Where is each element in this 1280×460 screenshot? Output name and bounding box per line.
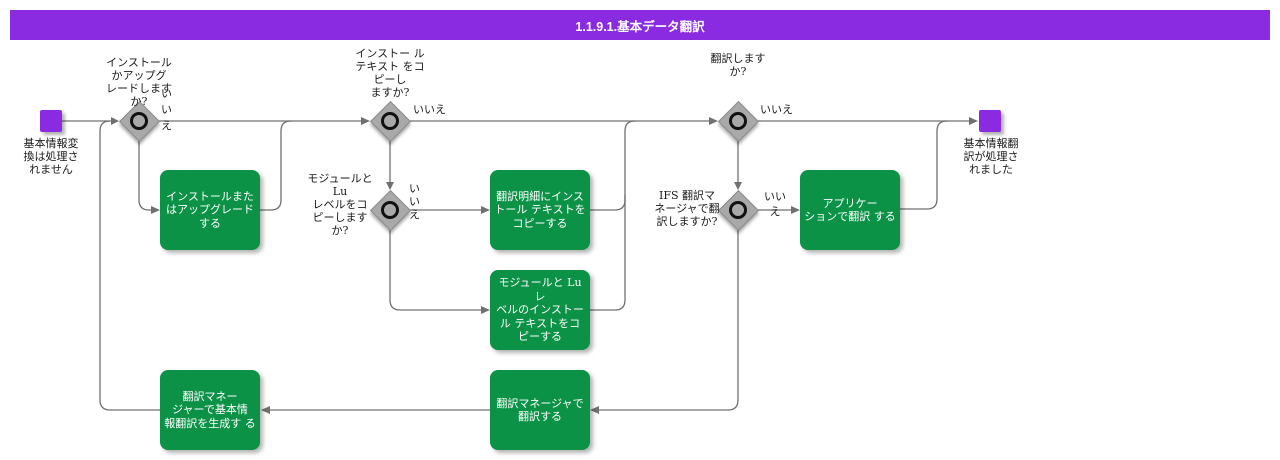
gateway-circle-icon — [381, 112, 399, 130]
gateway-circle-icon — [729, 112, 747, 130]
decision-ifs-translation-manager — [717, 189, 760, 232]
decision-translate — [717, 100, 760, 143]
decision-translate-no-label: いいえ — [760, 103, 793, 116]
decision-copy-module-lu-level — [369, 189, 412, 232]
process-copy-install-text-to-translation-detail: 翻訳明細にインス トール テキストを コピーする — [490, 170, 590, 250]
process-label: インストールまた はアップグレード する — [166, 189, 254, 230]
process-install-or-upgrade: インストールまた はアップグレード する — [160, 170, 260, 250]
decision-copy-install-text-question: インストー ル テキスト をコ ピーし ますか? — [355, 47, 425, 99]
process-label: モジュールと Lu レ ベルのインストー ル テキストをコ ピーする — [496, 276, 584, 344]
process-copy-module-lu-install-text: モジュールと Lu レ ベルのインストー ル テキストをコ ピーする — [490, 270, 590, 350]
process-translate-with-translation-manager: 翻訳マネージャで 翻訳する — [490, 370, 590, 450]
page-title: 1.1.9.1.基本データ翻訳 — [575, 19, 705, 34]
process-label: 翻訳マネージャで 翻訳する — [496, 396, 584, 424]
decision-copy-install-text — [369, 100, 412, 143]
start-event-node — [40, 110, 62, 132]
decision-copy-install-text-no-label: いいえ — [413, 103, 446, 116]
process-label: 翻訳明細にインス トール テキストを コピーする — [494, 189, 586, 230]
decision-install-or-upgrade-no-label: い い え — [161, 87, 172, 132]
process-label: 翻訳マネー ジャーで基本情 報翻訳を生成す る — [164, 389, 256, 430]
end-event-node — [979, 110, 1001, 132]
title-bar: 1.1.9.1.基本データ翻訳 — [10, 10, 1270, 40]
gateway-circle-icon — [130, 112, 148, 130]
process-label: アプリケー ションで翻訳 する — [804, 196, 896, 224]
decision-copy-module-lu-level-no-label: い い え — [409, 182, 420, 221]
gateway-circle-icon — [381, 201, 399, 219]
decision-ifs-translation-manager-question: IFS 翻訳マ ネージャで翻 訳しますか? — [654, 189, 720, 228]
decision-install-or-upgrade — [118, 100, 161, 143]
decision-copy-module-lu-level-question: モジュールと Lu レベルをコ ピーします か? — [307, 172, 373, 237]
decision-install-or-upgrade-question: インストール かアップグ レードします か? — [106, 56, 172, 108]
process-generate-basic-data-translation: 翻訳マネー ジャーで基本情 報翻訳を生成す る — [160, 370, 260, 450]
start-event-label: 基本情報変 換は処理さ れません — [23, 137, 79, 176]
decision-ifs-translation-manager-no-label: いい え — [764, 190, 786, 218]
gateway-circle-icon — [729, 201, 747, 219]
process-translate-in-application: アプリケー ションで翻訳 する — [800, 170, 900, 250]
end-event-label: 基本情報翻 訳が処理さ れました — [963, 137, 1019, 176]
decision-translate-question: 翻訳します か? — [710, 52, 766, 78]
